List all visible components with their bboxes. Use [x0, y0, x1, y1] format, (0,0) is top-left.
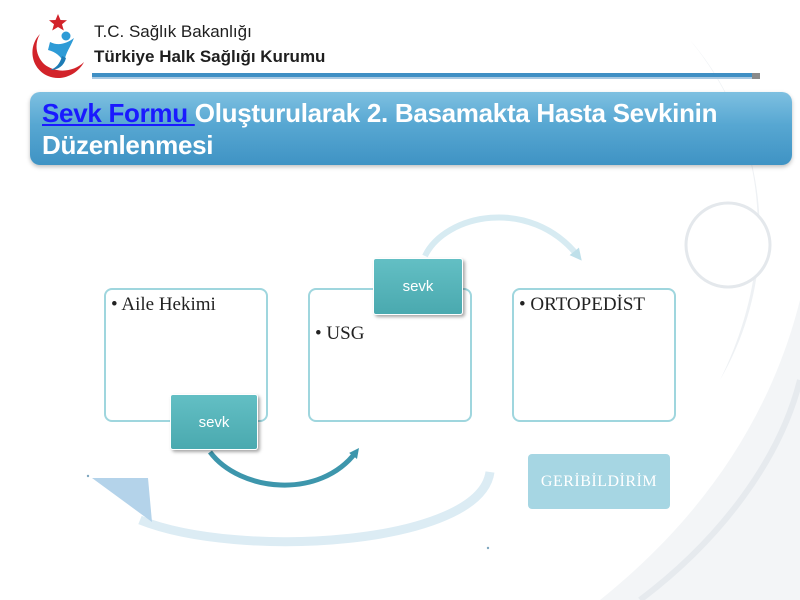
header-divider-end	[752, 73, 760, 79]
feedback-tag: GERİBİLDİRİM	[528, 454, 670, 509]
node-label-text: ORTOPEDİST	[530, 294, 646, 315]
title-banner	[30, 92, 792, 165]
ministry-logo-icon	[32, 14, 84, 79]
header-divider	[92, 73, 754, 79]
node-usg-label: • USG	[315, 323, 364, 345]
referral-tag-2: sevk	[373, 258, 463, 315]
bullet: •	[519, 294, 526, 315]
node-family-doctor-label: • Aile Hekimi	[111, 294, 216, 316]
ministry-name: T.C. Sağlık Bakanlığı	[94, 22, 252, 41]
node-orthopedist-label: • ORTOPEDİST	[519, 294, 645, 316]
bullet: •	[315, 323, 322, 344]
title-line1-rest: Oluşturularak 2. Basamakta Hasta Sevkini…	[194, 98, 718, 128]
sevk-formu-link[interactable]: Sevk Formu	[42, 98, 195, 128]
node-label-text: Aile Hekimi	[121, 294, 216, 315]
referral-tag-1: sevk	[170, 394, 258, 450]
slide-title: Sevk Formu Oluşturularak 2. Basamakta Ha…	[42, 97, 782, 161]
institution-name: Türkiye Halk Sağlığı Kurumu	[94, 47, 326, 66]
bullet: •	[111, 294, 118, 315]
node-orthopedist	[512, 288, 676, 422]
node-label-text: USG	[326, 323, 365, 344]
title-line2: Düzenlenmesi	[42, 130, 214, 160]
